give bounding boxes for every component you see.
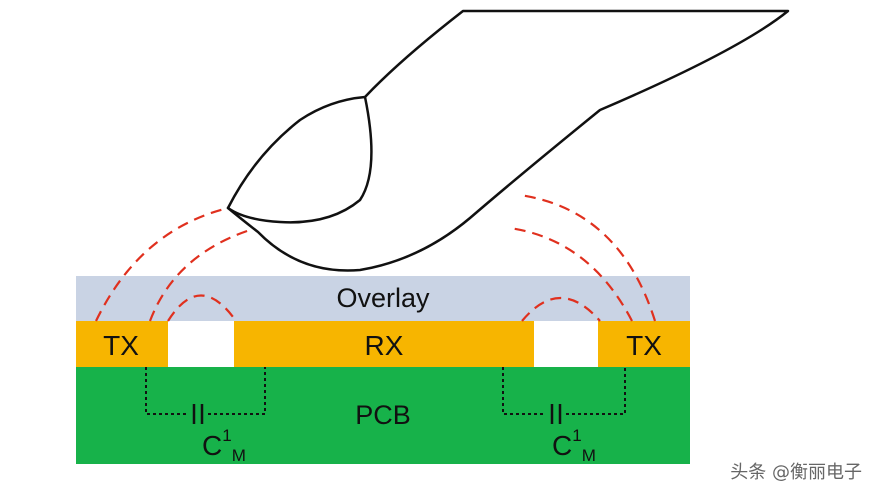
pcb-layer (76, 367, 690, 464)
cap-right-base: C (552, 430, 572, 461)
field-line-left-small (167, 294, 237, 322)
electrode-rx (234, 321, 534, 367)
field-line-right-inner (509, 226, 633, 322)
finger-outline (226, 9, 790, 272)
fingernail-outline (226, 95, 373, 224)
cap-left-sub: M (232, 446, 246, 465)
gap-right (534, 321, 598, 367)
pcb-label: PCB (355, 400, 411, 430)
overlay-layer (76, 276, 690, 322)
gap-left (168, 321, 234, 367)
field-line-right-outer (519, 193, 657, 322)
capacitor-circuit-left (145, 367, 266, 415)
watermark: 头条 @衡丽电子 (730, 462, 862, 483)
cap-left-label: C1M (202, 426, 246, 465)
electrode-tx-right (598, 321, 690, 367)
electrode-tx-left (76, 321, 168, 367)
tx-right-label: TX (626, 330, 662, 361)
overlay-label: Overlay (336, 283, 430, 313)
field-lines (95, 193, 657, 322)
capacitor-circuit-right (502, 367, 626, 415)
cap-right-label: C1M (552, 426, 596, 465)
capacitor-symbol-left (192, 404, 204, 424)
rx-label: RX (365, 330, 404, 361)
cap-right-sup: 1 (572, 426, 581, 445)
cap-left-sup: 1 (222, 426, 231, 445)
field-line-left-outer (95, 206, 229, 322)
cap-right-sub: M (582, 446, 596, 465)
field-line-right-small (521, 297, 601, 322)
capacitor-symbol-right (550, 404, 562, 424)
cap-left-base: C (202, 430, 222, 461)
tx-left-label: TX (103, 330, 139, 361)
